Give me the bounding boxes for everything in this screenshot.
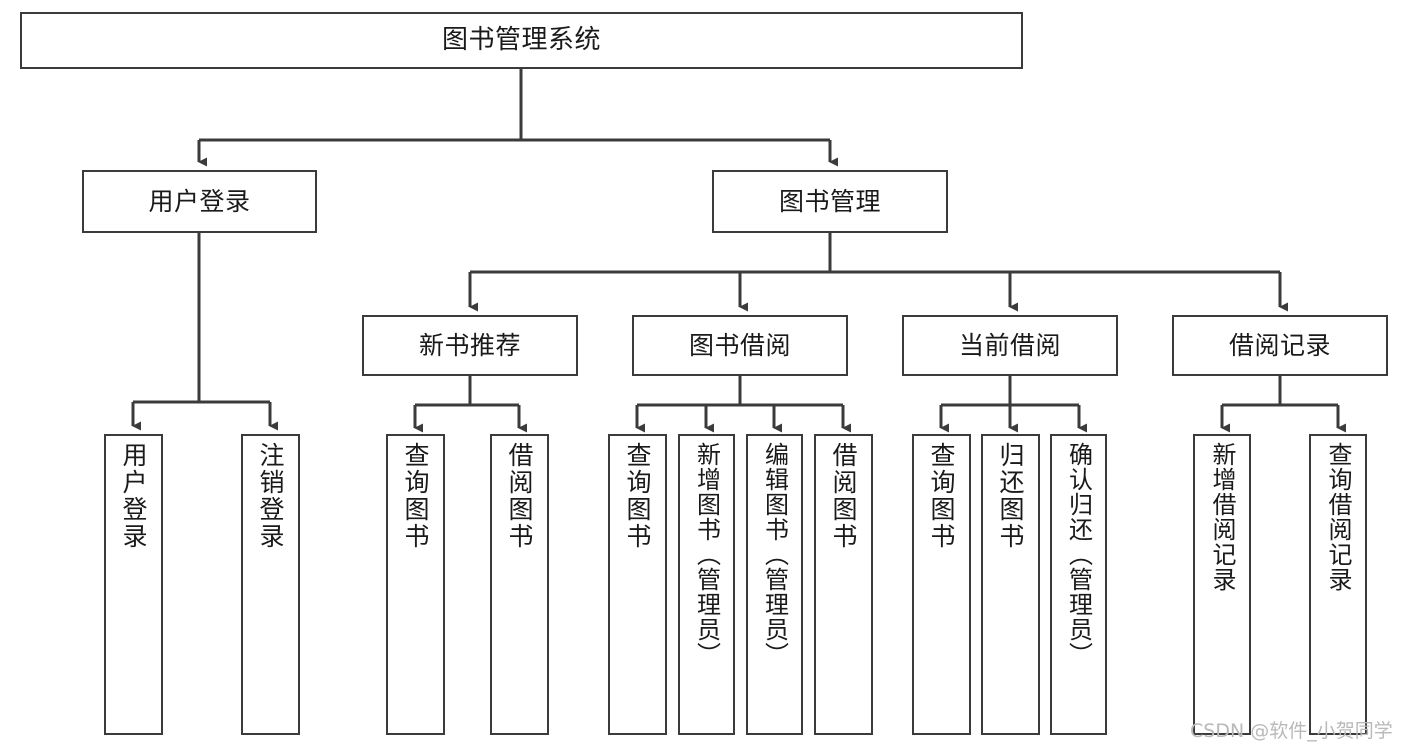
node-book-borrow-label: 图书借阅 [688, 330, 791, 360]
node-leaf-return-book[interactable]: 归还图书 [981, 434, 1040, 735]
node-leaf-add-record[interactable]: 新增借阅记录 [1193, 434, 1251, 735]
node-user-login[interactable]: 用户登录 [82, 170, 317, 233]
node-leaf-confirm-return[interactable]: 确认归还（管理员） [1050, 434, 1107, 735]
node-current-borrow[interactable]: 当前借阅 [902, 315, 1118, 376]
node-leaf-return-book-label: 归还图书 [996, 442, 1025, 550]
node-leaf-user-login[interactable]: 用户登录 [104, 434, 163, 735]
node-leaf-add-record-label: 新增借阅记录 [1208, 442, 1236, 592]
node-leaf-query-book-3[interactable]: 查询图书 [912, 434, 971, 735]
node-leaf-query-book-1[interactable]: 查询图书 [386, 434, 445, 735]
node-leaf-query-book-2-label: 查询图书 [623, 442, 652, 550]
node-leaf-query-record[interactable]: 查询借阅记录 [1309, 434, 1367, 735]
node-borrow-record[interactable]: 借阅记录 [1172, 315, 1388, 376]
node-leaf-confirm-return-label: 确认归还（管理员） [1064, 442, 1093, 667]
node-leaf-logout[interactable]: 注销登录 [241, 434, 300, 735]
node-new-book-rec[interactable]: 新书推荐 [362, 315, 578, 376]
node-leaf-borrow-book-2[interactable]: 借阅图书 [814, 434, 873, 735]
node-leaf-query-book-2[interactable]: 查询图书 [608, 434, 667, 735]
node-root[interactable]: 图书管理系统 [20, 12, 1023, 69]
node-new-book-rec-label: 新书推荐 [418, 330, 521, 360]
node-leaf-logout-label: 注销登录 [256, 442, 285, 550]
node-current-borrow-label: 当前借阅 [958, 330, 1061, 360]
node-leaf-borrow-book-2-label: 借阅图书 [829, 442, 858, 550]
node-leaf-user-login-label: 用户登录 [119, 442, 148, 550]
node-borrow-record-label: 借阅记录 [1228, 330, 1331, 360]
node-user-login-label: 用户登录 [148, 186, 251, 216]
node-leaf-add-book[interactable]: 新增图书（管理员） [678, 434, 735, 735]
watermark: CSDN @软件_小贺同学 [1190, 720, 1393, 742]
node-leaf-edit-book-label: 编辑图书（管理员） [760, 442, 789, 667]
node-leaf-borrow-book-1-label: 借阅图书 [505, 442, 534, 550]
node-leaf-edit-book[interactable]: 编辑图书（管理员） [746, 434, 803, 735]
node-leaf-query-book-1-label: 查询图书 [401, 442, 430, 550]
node-book-manage-label: 图书管理 [778, 186, 881, 216]
node-leaf-borrow-book-1[interactable]: 借阅图书 [490, 434, 549, 735]
node-leaf-add-book-label: 新增图书（管理员） [692, 442, 721, 667]
node-book-manage[interactable]: 图书管理 [712, 170, 948, 233]
node-leaf-query-record-label: 查询借阅记录 [1324, 442, 1352, 592]
node-leaf-query-book-3-label: 查询图书 [927, 442, 956, 550]
node-root-label: 图书管理系统 [441, 25, 601, 56]
node-book-borrow[interactable]: 图书借阅 [632, 315, 848, 376]
